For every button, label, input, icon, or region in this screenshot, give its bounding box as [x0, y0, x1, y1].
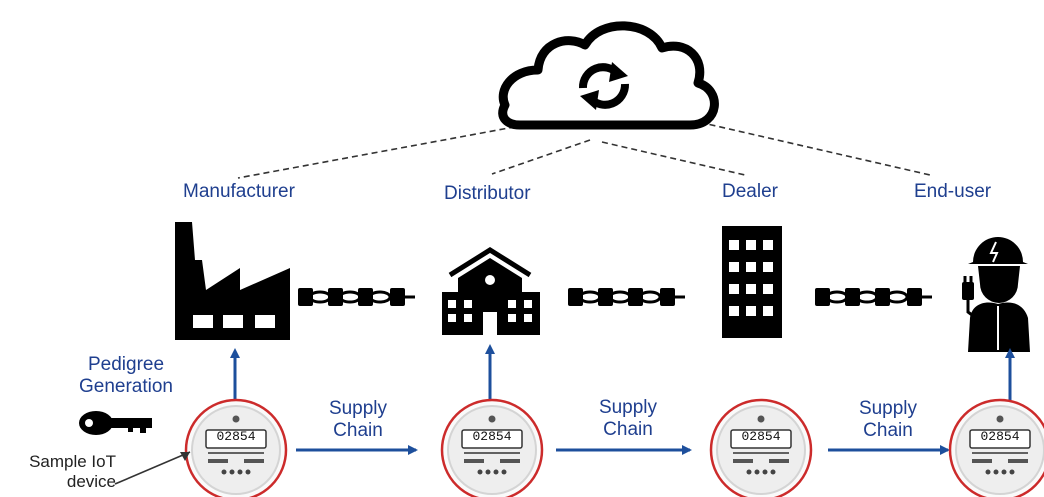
key-icon	[79, 411, 152, 435]
pedigree-line-2: Generation	[78, 376, 173, 397]
chain-link-icon	[296, 286, 417, 308]
office-tower-icon	[722, 226, 782, 338]
supply-chain-label: Supply Chain	[308, 398, 408, 442]
sample-device-line-2: device	[66, 472, 116, 491]
chain-link-icon	[566, 286, 687, 308]
chain-link-icon	[813, 286, 934, 308]
factory-icon	[175, 222, 290, 340]
cloud-sync-icon	[498, 21, 719, 130]
supply-chain-line-1: Supply	[858, 398, 918, 419]
meter-icon	[184, 398, 288, 497]
actor-label-dealer: Dealer	[722, 181, 778, 202]
school-building-icon	[442, 247, 540, 335]
actor-label-end-user: End-user	[914, 181, 992, 202]
actor-label-manufacturer: Manufacturer	[183, 181, 295, 202]
supply-chain-label: Supply Chain	[578, 397, 678, 441]
sample-device-line-1: Sample IoT	[29, 452, 116, 471]
pedigree-label: Pedigree Generation	[66, 354, 186, 398]
sample-device-pointer	[114, 451, 191, 485]
meter-icon	[440, 398, 544, 497]
sample-device-label: Sample IoT device	[6, 452, 116, 492]
meter-reading: 02854	[741, 429, 780, 444]
supply-chain-line-1: Supply	[328, 398, 388, 419]
meter-reading: 02854	[216, 429, 255, 444]
actor-label-distributor: Distributor	[444, 183, 531, 204]
meter-reading: 02854	[472, 429, 511, 444]
electrician-worker-icon	[962, 237, 1030, 352]
meter-icon	[948, 398, 1044, 497]
supply-chain-line-1: Supply	[598, 397, 658, 418]
supply-chain-line-2: Chain	[333, 420, 383, 441]
pedigree-line-1: Pedigree	[87, 354, 165, 375]
cloud-connectors	[237, 119, 931, 179]
supply-chain-label: Supply Chain	[838, 398, 938, 442]
meter-reading: 02854	[980, 429, 1019, 444]
meter-icon	[709, 398, 813, 497]
supply-chain-line-2: Chain	[603, 419, 653, 440]
supply-chain-line-2: Chain	[863, 420, 913, 441]
